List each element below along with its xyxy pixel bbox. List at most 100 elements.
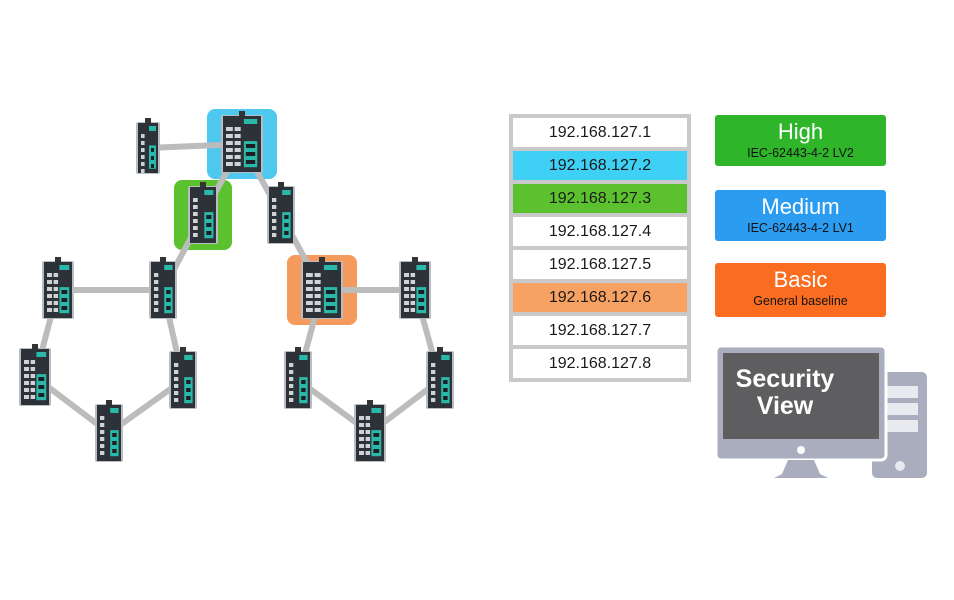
switch-port [154, 294, 159, 298]
switch-label [323, 265, 338, 270]
level-subtitle: General baseline [753, 294, 848, 308]
switch-sfp-port [284, 223, 289, 227]
switch-port [226, 162, 233, 166]
switch-port [30, 381, 36, 385]
switch-port [410, 280, 416, 284]
switch-sfp-port [151, 148, 154, 152]
switch-port [234, 141, 241, 145]
switch-port [314, 301, 321, 305]
switch-label [243, 119, 258, 124]
switch-sfp-port [38, 377, 45, 381]
switch-sfp-port [301, 380, 306, 384]
level-subtitle: IEC-62443-4-2 LV1 [747, 221, 854, 235]
tower-bay [882, 420, 918, 432]
switch-sfp-port [301, 396, 306, 400]
security-view-computer-icon [716, 346, 927, 478]
switch-port [306, 294, 313, 298]
switch-sfp-port [418, 298, 425, 302]
switch-label [164, 265, 173, 270]
switch-sfp-port [186, 396, 191, 400]
switch-port [141, 134, 145, 138]
switch-port [272, 212, 277, 216]
switch-port [289, 391, 294, 395]
switch-connector [437, 347, 443, 352]
switch-sfp-port [38, 385, 45, 389]
switch-port [234, 155, 241, 159]
switch-port [314, 294, 321, 298]
switch-port [174, 363, 179, 367]
switch-sfp-port [325, 298, 336, 302]
ip-row: 192.168.127.7 [513, 316, 687, 345]
switch-label [110, 408, 119, 413]
switch-sfp-port [61, 306, 68, 310]
switch-port [289, 398, 294, 402]
switch-port [53, 294, 59, 298]
switch-port [410, 273, 416, 277]
switch-port [359, 423, 365, 427]
switch-port [30, 388, 36, 392]
switch-port [30, 395, 36, 399]
switch-sfp-port [325, 290, 336, 294]
switch-port [306, 308, 313, 312]
switch-label [299, 355, 308, 360]
switch-port [431, 363, 436, 367]
switch-port [234, 162, 241, 166]
switch-connector [160, 257, 166, 262]
switch-port [193, 205, 198, 209]
switch-sfp-port [61, 298, 68, 302]
switch-port [141, 141, 145, 145]
switch-port [314, 273, 321, 277]
switch-port [24, 367, 30, 371]
switch-port [193, 226, 198, 230]
switch-port [365, 430, 371, 434]
switch-sfp-port [112, 449, 117, 453]
switch-port [234, 148, 241, 152]
switch-port [30, 367, 36, 371]
switch-port [234, 127, 241, 131]
switch-port [30, 360, 36, 364]
switch-sfp-port [245, 160, 256, 164]
switch-sfp-port [206, 231, 212, 235]
switch-port [289, 363, 294, 367]
switch-sfp-port [301, 388, 306, 392]
switch-sfp-port [166, 298, 171, 302]
switch-port [24, 360, 30, 364]
switch-port [314, 287, 321, 291]
switch-sfp-port [166, 290, 171, 294]
switch-connector [55, 257, 61, 262]
level-subtitle: IEC-62443-4-2 LV2 [747, 146, 854, 160]
switch-port [272, 233, 277, 237]
switch-port [431, 391, 436, 395]
switch-port [24, 395, 30, 399]
switch-sfp-port [418, 306, 425, 310]
switch-port [431, 384, 436, 388]
switch-port [365, 444, 371, 448]
switch-label [282, 190, 291, 195]
switch-label [441, 355, 450, 360]
security-view-line1: Security [735, 365, 835, 393]
switch-connector [106, 400, 112, 405]
switch-sfp-port [284, 231, 289, 235]
switch-port [404, 294, 410, 298]
switch-port [24, 388, 30, 392]
switch-port [141, 162, 145, 166]
switch-port [314, 308, 321, 312]
switch-port [365, 423, 371, 427]
switch-port [53, 280, 59, 284]
switch-port [359, 437, 365, 441]
ip-row: 192.168.127.1 [513, 118, 687, 147]
switch-port [24, 381, 30, 385]
switch-port [47, 308, 53, 312]
switch-port [47, 287, 53, 291]
monitor-power-light [797, 446, 805, 454]
switch-port [154, 280, 159, 284]
switch-port [53, 287, 59, 291]
ip-row: 192.168.127.3 [513, 184, 687, 213]
switch-port [404, 301, 410, 305]
switch-port [272, 198, 277, 202]
switch-sfp-port [206, 215, 212, 219]
switch-port [154, 273, 159, 277]
switch-port [410, 287, 416, 291]
switch-connector [278, 182, 284, 187]
